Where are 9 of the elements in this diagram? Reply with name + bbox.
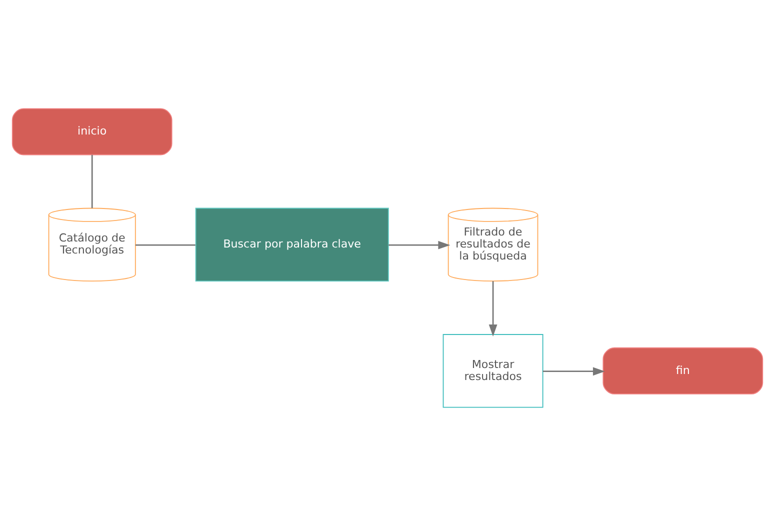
node-box: inicio — [12, 108, 172, 155]
connector — [91, 154, 93, 208]
arrow — [542, 366, 605, 376]
connector — [136, 244, 196, 246]
node-box: Buscar por palabra clave — [195, 207, 389, 281]
arrow — [388, 240, 450, 249]
node-box: Mostrar resultados — [442, 334, 544, 408]
node-box: fin — [602, 346, 764, 394]
arrow — [488, 280, 498, 336]
